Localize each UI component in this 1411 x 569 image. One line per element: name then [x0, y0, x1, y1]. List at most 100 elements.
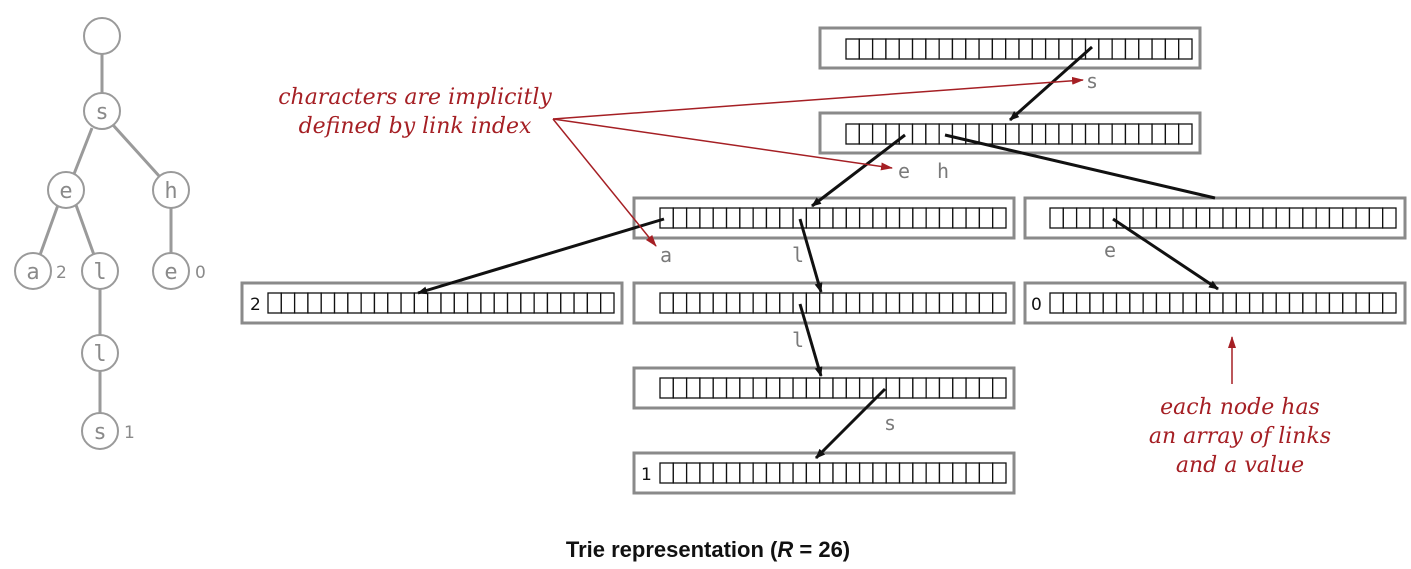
- link-slot: [978, 123, 994, 145]
- link-slot: [752, 462, 768, 484]
- link-slot: [992, 207, 1007, 229]
- tree-node-e: [47, 171, 85, 209]
- link-slot: [1182, 207, 1198, 229]
- link-slot: [573, 292, 589, 314]
- link-slot: [898, 123, 914, 145]
- link-slot: [991, 38, 1007, 60]
- array-nodes: 2 0 1: [240, 26, 1407, 495]
- link-slot: [871, 123, 887, 145]
- link-label-s-end: s: [884, 411, 896, 435]
- link-slot: [765, 377, 781, 399]
- link-slot: [792, 462, 808, 484]
- link-slot: [858, 123, 874, 145]
- link-slot: [938, 462, 954, 484]
- link-slot: [858, 292, 874, 314]
- link-slot: [779, 207, 794, 229]
- link-slot: [1049, 207, 1064, 229]
- link-slot: [480, 292, 495, 314]
- link-slot: [779, 292, 794, 314]
- link-slot: [1129, 207, 1144, 229]
- link-slot: [1248, 207, 1264, 229]
- link-slot: [1248, 292, 1264, 314]
- link-slot: [1195, 207, 1211, 229]
- link-slot: [293, 292, 309, 314]
- link-slots: [845, 123, 1193, 145]
- tree-root-node: [83, 17, 121, 55]
- link-slot: [725, 207, 741, 229]
- tree-edge: [74, 204, 96, 256]
- link-slot: [659, 292, 674, 314]
- link-slot: [765, 292, 781, 314]
- link-slot: [912, 292, 927, 314]
- link-slot: [951, 123, 967, 145]
- tree-node-e-label: e: [59, 179, 72, 204]
- annotation-link-index-line2: defined by link index: [299, 114, 532, 139]
- link-slot: [453, 292, 469, 314]
- link-slot: [765, 207, 781, 229]
- link-slot: [739, 462, 754, 484]
- tree-node-l2-label: l: [93, 342, 106, 367]
- link-slot: [1142, 207, 1158, 229]
- link-slot: [845, 207, 861, 229]
- link-slot: [898, 377, 914, 399]
- link-slot: [307, 292, 322, 314]
- link-slot: [387, 292, 402, 314]
- link-slot: [1102, 207, 1118, 229]
- link-slot: [858, 207, 874, 229]
- link-slot: [1155, 207, 1171, 229]
- link-slot: [1138, 123, 1153, 145]
- link-slot: [925, 292, 941, 314]
- link-slot: [1328, 207, 1344, 229]
- link-slot: [978, 207, 994, 229]
- link-slot: [712, 207, 728, 229]
- link-slot: [1275, 292, 1291, 314]
- link-slot: [320, 292, 336, 314]
- link-slot: [1164, 38, 1180, 60]
- link-slot: [1288, 207, 1304, 229]
- link-slot: [925, 462, 941, 484]
- tree-node-s2-value: 1: [124, 423, 135, 443]
- link-slot: [978, 462, 994, 484]
- link-slot: [925, 377, 941, 399]
- tree-node-s2-label: s: [93, 420, 106, 445]
- link-slot: [925, 207, 941, 229]
- link-slot: [938, 292, 954, 314]
- link-slot: [1018, 123, 1033, 145]
- link-slot: [872, 292, 887, 314]
- link-slot: [533, 292, 549, 314]
- link-slot: [952, 462, 967, 484]
- link-slots: [659, 462, 1007, 484]
- link-slot: [560, 292, 575, 314]
- link-slot: [1075, 207, 1091, 229]
- link-slot: [912, 207, 927, 229]
- link-slot: [1182, 292, 1198, 314]
- link-slot: [1058, 123, 1073, 145]
- link-slot: [1195, 292, 1211, 314]
- link-slot: [333, 292, 349, 314]
- tree-node-l1: [81, 252, 119, 290]
- link-slots: [659, 292, 1007, 314]
- link-slot: [280, 292, 296, 314]
- link-slot: [792, 377, 808, 399]
- link-slot: [739, 377, 754, 399]
- link-slot: [739, 207, 754, 229]
- link-labels: s e h a l e l s: [660, 69, 1116, 435]
- link-slot: [952, 292, 967, 314]
- link-slot: [672, 462, 688, 484]
- link-slot: [1342, 207, 1357, 229]
- link-slot: [1178, 123, 1193, 145]
- link-slot: [725, 292, 741, 314]
- tree-node-e2: [152, 252, 190, 290]
- link-slot: [925, 123, 940, 145]
- link-slot: [938, 377, 954, 399]
- link-slot: [1288, 292, 1304, 314]
- link-slot: [1235, 292, 1251, 314]
- link-slot: [832, 462, 847, 484]
- link-slot: [699, 377, 714, 399]
- link-slot: [819, 377, 834, 399]
- link-slot: [992, 292, 1007, 314]
- link-slot: [858, 462, 874, 484]
- link-slot: [805, 292, 821, 314]
- link-slot: [885, 462, 901, 484]
